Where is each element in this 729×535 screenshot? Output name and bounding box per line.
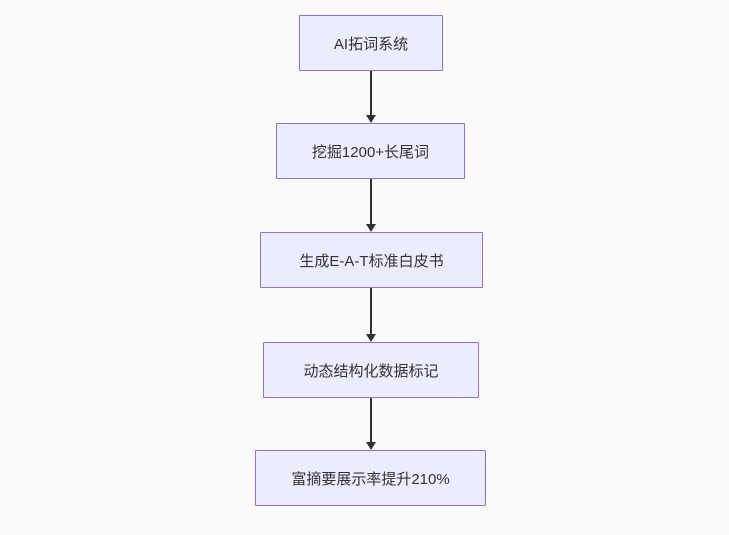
flowchart-node-rich-snippet-result: 富摘要展示率提升210%: [255, 450, 486, 506]
node-label: AI拓词系统: [333, 35, 409, 53]
arrow-down-icon: [365, 398, 377, 450]
flowchart-node-ai-word-system: AI拓词系统: [299, 15, 443, 71]
flowchart-node-structured-data: 动态结构化数据标记: [263, 342, 479, 398]
arrow-down-icon: [365, 288, 377, 342]
flowchart-node-longtail-keywords: 挖掘1200+长尾词: [276, 123, 465, 179]
arrow-shaft: [370, 398, 372, 443]
arrow-down-icon: [365, 179, 377, 232]
arrowhead-icon: [366, 334, 376, 342]
arrow-shaft: [370, 288, 372, 335]
arrow-down-icon: [365, 71, 377, 123]
arrowhead-icon: [366, 115, 376, 123]
arrowhead-icon: [366, 224, 376, 232]
arrow-shaft: [370, 71, 372, 116]
node-label: 动态结构化数据标记: [303, 362, 439, 380]
node-label: 富摘要展示率提升210%: [291, 470, 450, 488]
arrow-shaft: [370, 179, 372, 225]
node-label: 挖掘1200+长尾词: [311, 143, 430, 161]
arrowhead-icon: [366, 442, 376, 450]
node-label: 生成E-A-T标准白皮书: [299, 252, 444, 270]
flowchart-node-eat-whitepaper: 生成E-A-T标准白皮书: [260, 232, 483, 288]
